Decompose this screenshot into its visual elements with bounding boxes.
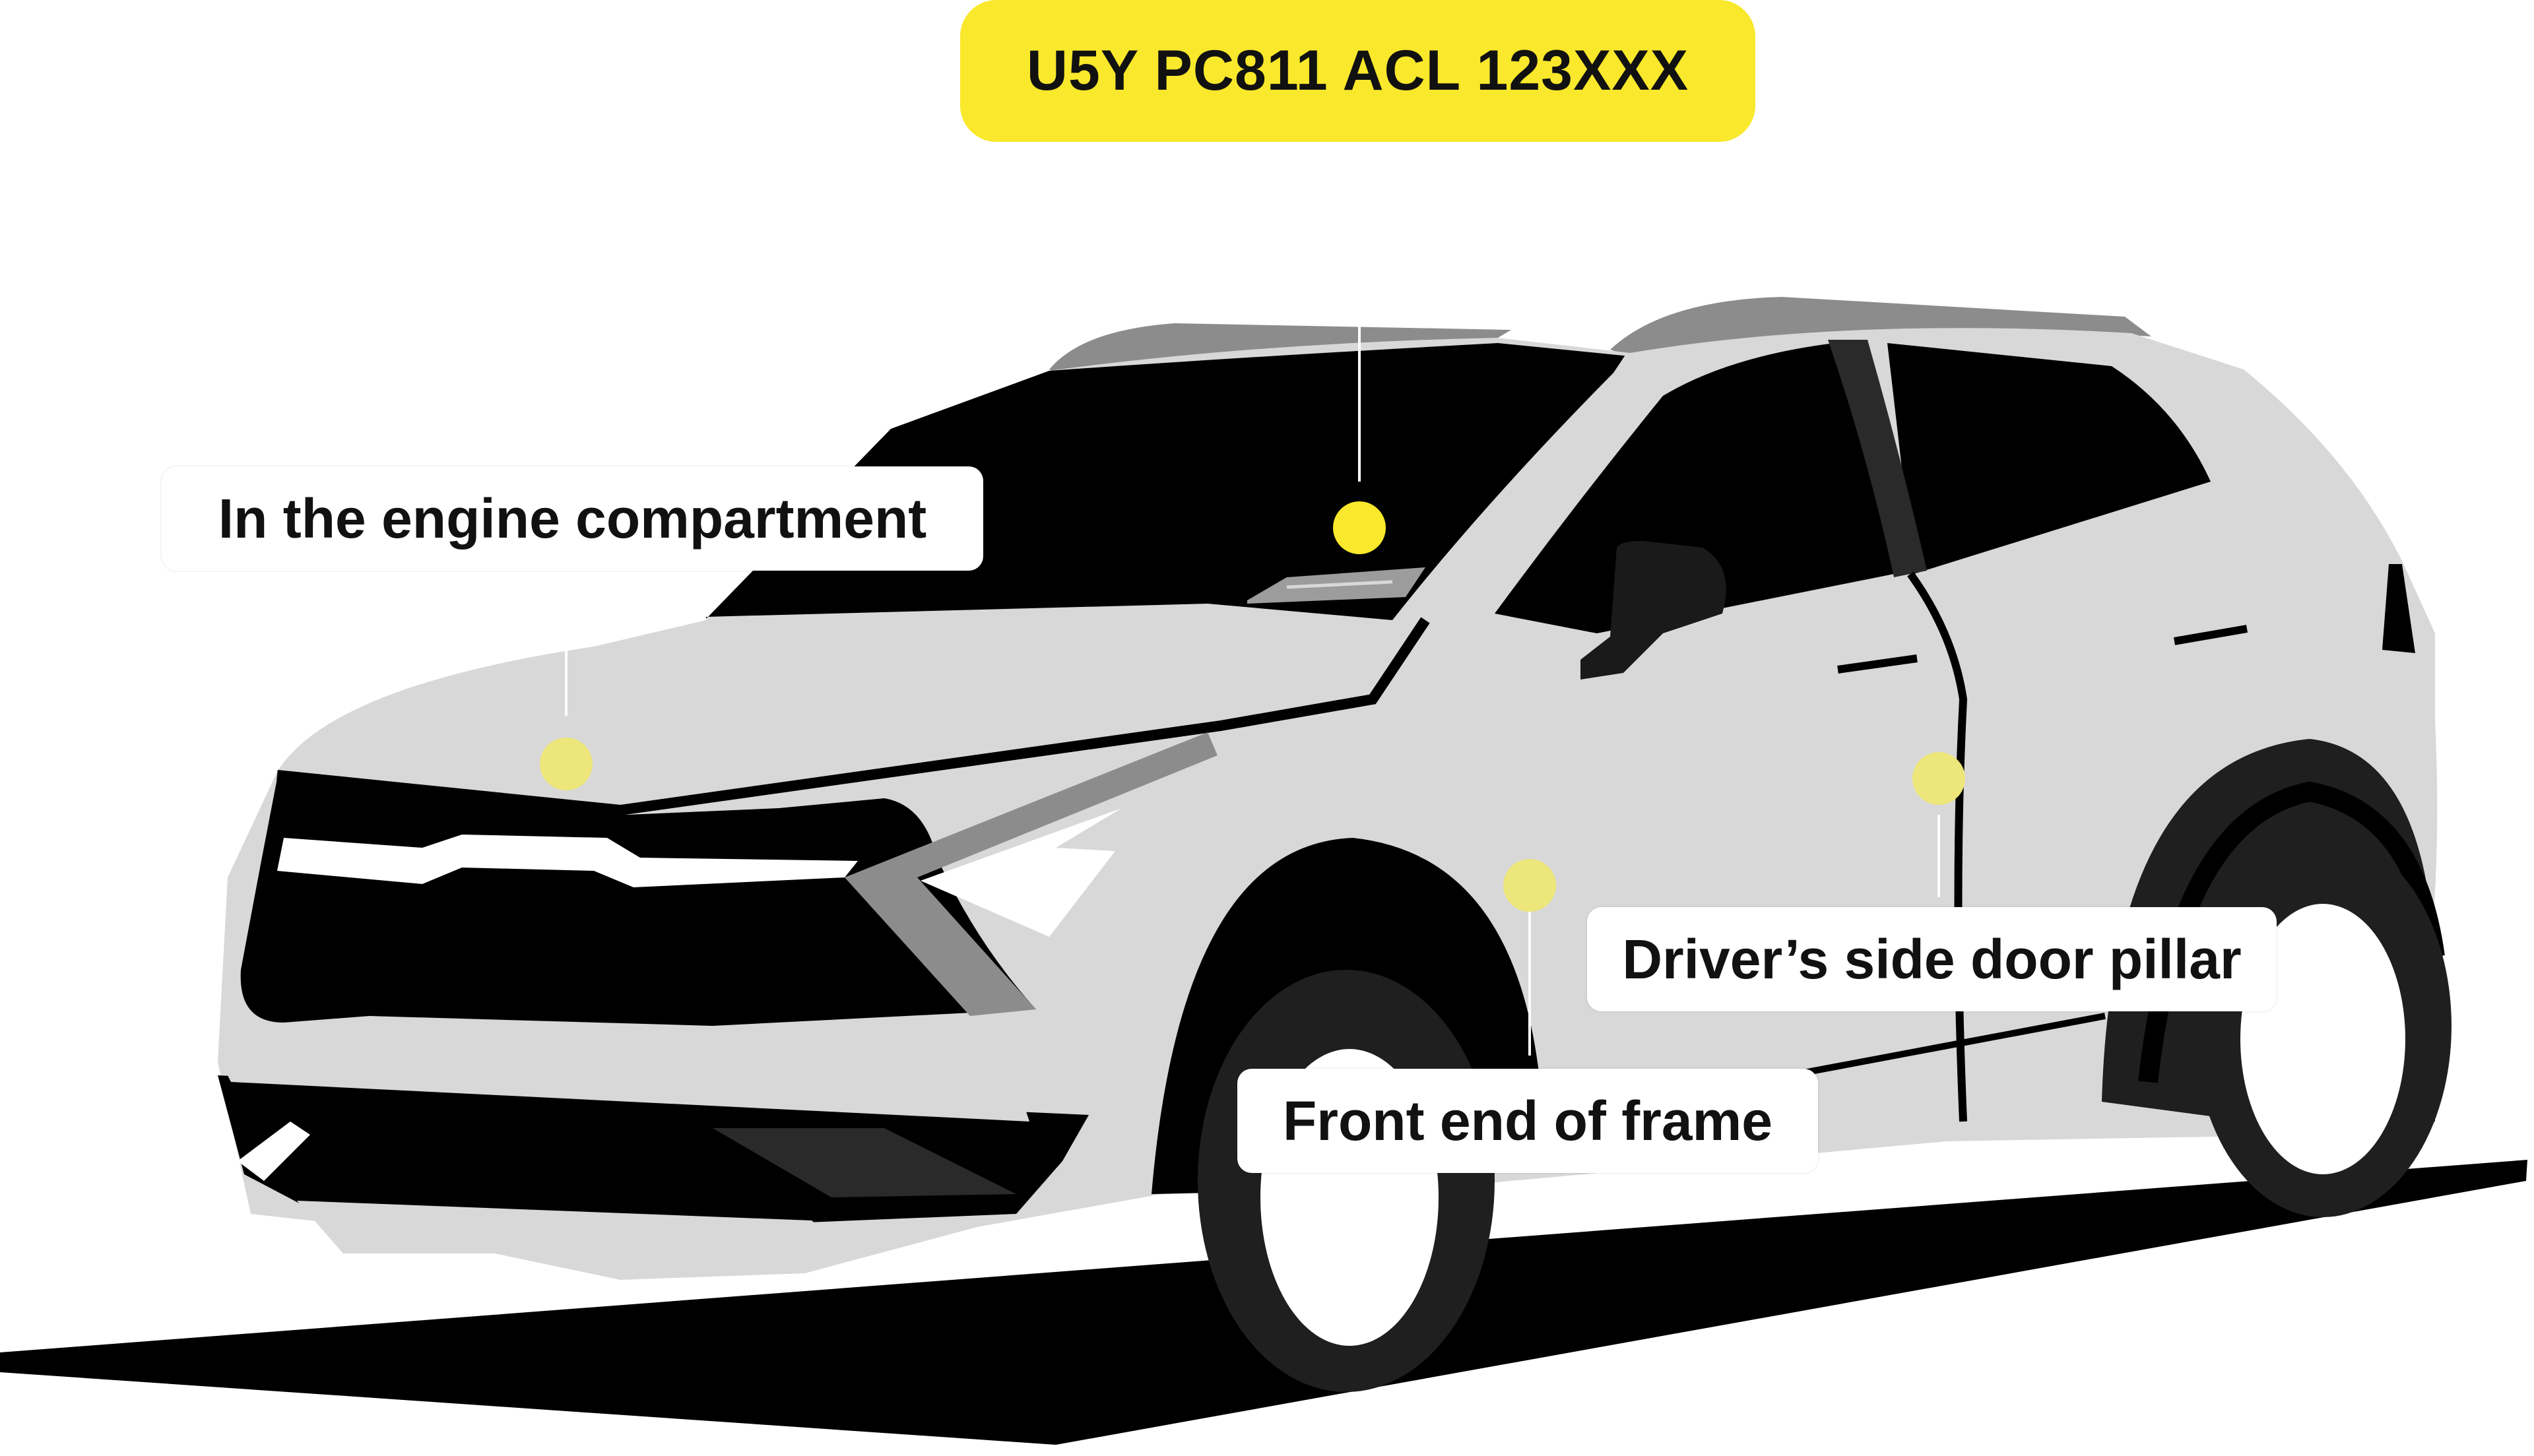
front-end-of-frame-label: Front end of frame — [1237, 1069, 1818, 1173]
windshield-marker-dot — [1333, 501, 1386, 554]
engine-marker-dot — [540, 738, 593, 790]
vin-badge: U5Y PC811 ACL 123XXX — [960, 0, 1755, 142]
driver-side-door-pillar-label: Driver’s side door pillar — [1587, 907, 2277, 1011]
frame-marker-dot — [1503, 859, 1556, 912]
pillar-marker-dot — [1912, 752, 1965, 805]
engine-compartment-label: In the engine compartment — [162, 466, 983, 571]
